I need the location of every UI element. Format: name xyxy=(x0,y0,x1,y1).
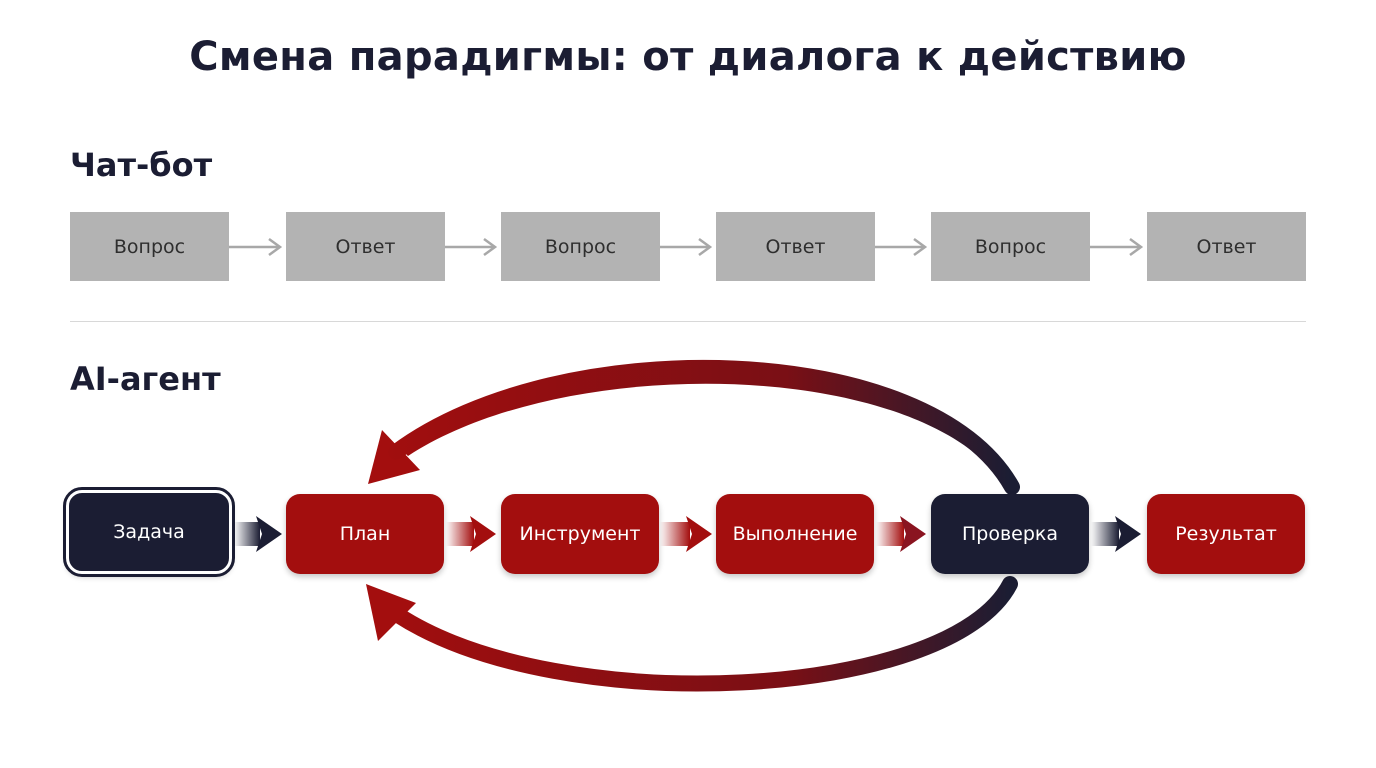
agent-step-execution: Выполнение xyxy=(716,494,874,574)
chatbot-step-question-3: Вопрос xyxy=(931,212,1090,281)
agent-step-tool: Инструмент xyxy=(501,494,659,574)
agent-step-result: Результат xyxy=(1147,494,1305,574)
page-title: Смена парадигмы: от диалога к действию xyxy=(189,34,1187,80)
agent-step-verification: Проверка xyxy=(931,494,1089,574)
chatbot-arrow-4 xyxy=(875,237,928,257)
agent-step-plan: План xyxy=(286,494,444,574)
chatbot-arrow-5 xyxy=(1090,237,1144,257)
chatbot-arrow-1 xyxy=(229,237,283,257)
chatbot-arrow-2 xyxy=(445,237,498,257)
chatbot-step-answer-3: Ответ xyxy=(1147,212,1306,281)
agent-arrow-4 xyxy=(876,516,926,552)
agent-arrow-2 xyxy=(446,516,496,552)
chatbot-step-question-1: Вопрос xyxy=(70,212,229,281)
section-divider xyxy=(70,321,1306,322)
chatbot-step-answer-2: Ответ xyxy=(716,212,875,281)
agent-arrow-5 xyxy=(1091,516,1141,552)
agent-step-task: Задача xyxy=(63,487,235,577)
chatbot-arrow-3 xyxy=(660,237,713,257)
top-loop-arrow xyxy=(368,359,1020,495)
agent-arrow-1 xyxy=(234,516,282,552)
bottom-loop-arrow xyxy=(366,576,1018,692)
chatbot-step-question-2: Вопрос xyxy=(501,212,660,281)
chatbot-step-answer-1: Ответ xyxy=(286,212,445,281)
agent-section-label: AI-агент xyxy=(70,360,221,398)
agent-arrow-3 xyxy=(660,516,712,552)
chatbot-section-label: Чат-бот xyxy=(70,146,213,184)
